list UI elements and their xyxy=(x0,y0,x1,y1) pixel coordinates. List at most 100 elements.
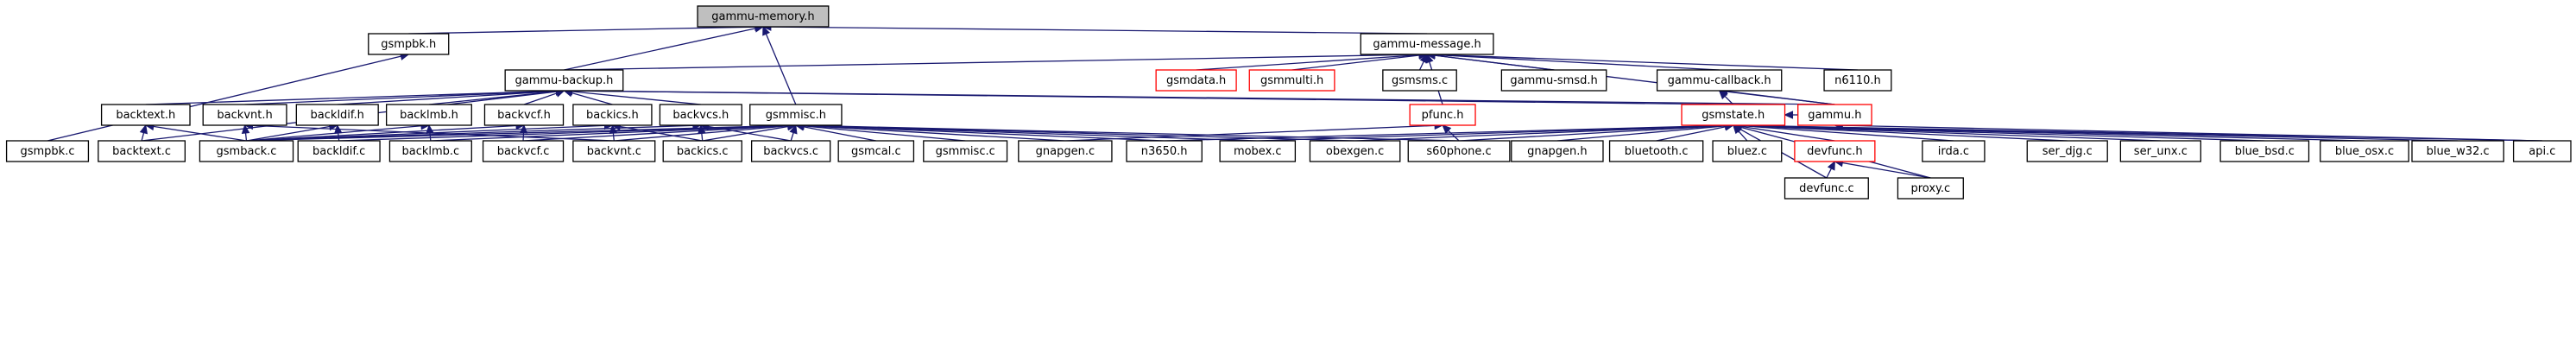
node-box xyxy=(1712,140,1783,162)
arrowhead xyxy=(241,124,250,134)
node-backvcf-h[interactable]: backvcf.h xyxy=(483,104,565,126)
node-label: obexgen.c xyxy=(1326,145,1384,158)
node-label: gammu-callback.h xyxy=(1668,74,1771,87)
node-box xyxy=(388,140,472,162)
node-devfunc-h[interactable]: devfunc.h xyxy=(1794,140,1876,162)
node-box xyxy=(5,140,90,162)
node-backvnt-h[interactable]: backvnt.h xyxy=(202,104,287,126)
node-backvnt-c[interactable]: backvnt.c xyxy=(572,140,656,162)
node-callback-h[interactable]: gammu-callback.h xyxy=(1656,69,1783,92)
node-blue-bsd-c[interactable]: blue_bsd.c xyxy=(2219,140,2310,162)
node-backldif-c[interactable]: backldif.c xyxy=(297,140,381,162)
edge-backics-c-to-backics-h xyxy=(611,122,703,142)
edge-gsmsms-c-to-message xyxy=(1418,53,1428,71)
node-box xyxy=(1608,140,1704,162)
node-ser-djg-c[interactable]: ser_djg.c xyxy=(2026,140,2108,162)
node-label: blue_osx.c xyxy=(2335,145,2394,158)
node-box xyxy=(98,140,186,162)
node-pfunc-h[interactable]: pfunc.h xyxy=(1409,104,1476,126)
node-box xyxy=(2026,140,2108,162)
edge-n3650-h-to-gsmmisc-h xyxy=(794,121,1165,142)
node-gsmpbk-h[interactable]: gsmpbk.h xyxy=(368,33,450,55)
edge-backtext-h-to-backup xyxy=(145,86,565,105)
node-backldif-h[interactable]: backldif.h xyxy=(295,104,379,126)
node-label: gsmmisc.c xyxy=(936,145,995,158)
node-devfunc-c[interactable]: devfunc.c xyxy=(1784,177,1869,200)
node-label: gammu-message.h xyxy=(1373,38,1481,51)
node-memory[interactable]: gammu-memory.h xyxy=(697,5,830,28)
node-backtext-c[interactable]: backtext.c xyxy=(98,140,186,162)
edge-gsmpbk-c-to-gsmpbk-h xyxy=(47,52,410,142)
node-gsmpbk-c[interactable]: gsmpbk.c xyxy=(5,140,90,162)
node-gsmcal-c[interactable]: gsmcal.c xyxy=(837,140,915,162)
node-message[interactable]: gammu-message.h xyxy=(1360,33,1494,55)
node-box xyxy=(1823,69,1892,92)
node-irda-c[interactable]: irda.c xyxy=(1922,140,1986,162)
node-s60phone-c[interactable]: s60phone.c xyxy=(1407,140,1511,162)
node-label: gsmdata.h xyxy=(1166,74,1226,87)
node-n3650-h[interactable]: n3650.h xyxy=(1126,140,1203,162)
arrowhead xyxy=(789,124,798,135)
node-label: gsmmulti.h xyxy=(1260,74,1323,87)
edge-backup-to-message xyxy=(564,50,1429,71)
node-gsmmisc-c[interactable]: gsmmisc.c xyxy=(923,140,1008,162)
node-backics-c[interactable]: backics.c xyxy=(662,140,742,162)
node-label: backvnt.h xyxy=(217,109,272,122)
arrowhead xyxy=(1425,53,1434,64)
node-mobex-c[interactable]: mobex.c xyxy=(1219,140,1297,162)
node-smsd-h[interactable]: gammu-smsd.h xyxy=(1500,69,1607,92)
node-blue-w32-c[interactable]: blue_w32.c xyxy=(2411,140,2504,162)
node-backvcs-c[interactable]: backvcs.c xyxy=(750,140,831,162)
node-box xyxy=(385,104,472,126)
node-label: devfunc.h xyxy=(1807,145,1863,158)
node-backvcs-h[interactable]: backvcs.h xyxy=(659,104,742,126)
node-blue-osx-c[interactable]: blue_osx.c xyxy=(2320,140,2409,162)
node-n6110-h[interactable]: n6110.h xyxy=(1823,69,1892,92)
node-ser-unx-c[interactable]: ser_unx.c xyxy=(2119,140,2201,162)
edge-mobex-c-to-gsmstate-h xyxy=(1257,121,1735,142)
node-box xyxy=(2119,140,2201,162)
arrowhead xyxy=(139,124,148,135)
node-box xyxy=(1511,140,1604,162)
edge-api-c-to-gammu-h xyxy=(1834,121,2542,142)
node-backup[interactable]: gammu-backup.h xyxy=(504,69,624,92)
node-backvcf-c[interactable]: backvcf.c xyxy=(482,140,565,162)
node-backlmb-c[interactable]: backlmb.c xyxy=(388,140,472,162)
node-gnapgen-c[interactable]: gnapgen.c xyxy=(1018,140,1113,162)
node-gsmstate-h[interactable]: gsmstate.h xyxy=(1681,104,1786,126)
node-box xyxy=(100,104,191,126)
node-box xyxy=(1784,177,1869,200)
node-box xyxy=(2411,140,2504,162)
node-box xyxy=(1126,140,1203,162)
node-gsmsms-c[interactable]: gsmsms.c xyxy=(1382,69,1457,92)
node-proxy-c[interactable]: proxy.c xyxy=(1897,177,1964,200)
node-box xyxy=(1360,33,1494,55)
node-label: backics.c xyxy=(677,145,729,158)
node-gnapgen-h[interactable]: gnapgen.h xyxy=(1511,140,1604,162)
node-backtext-h[interactable]: backtext.h xyxy=(100,104,191,126)
node-bluetooth-c[interactable]: bluetooth.c xyxy=(1608,140,1704,162)
node-bluez-c[interactable]: bluez.c xyxy=(1712,140,1783,162)
node-backics-h[interactable]: backics.h xyxy=(572,104,653,126)
node-box xyxy=(749,104,843,126)
node-label: gsmstate.h xyxy=(1702,109,1765,122)
node-obexgen-c[interactable]: obexgen.c xyxy=(1309,140,1401,162)
node-api-c[interactable]: api.c xyxy=(2512,140,2572,162)
edge-backvnt-c-to-backics-h xyxy=(609,124,618,142)
node-gsmdata-h[interactable]: gsmdata.h xyxy=(1155,69,1237,92)
node-box xyxy=(1500,69,1607,92)
arrowhead xyxy=(1732,124,1742,135)
node-box xyxy=(1656,69,1783,92)
edge-backup-to-memory xyxy=(564,24,765,71)
edge-backtext-c-to-backtext-h xyxy=(139,124,148,142)
node-label: gammu-smsd.h xyxy=(1510,74,1597,87)
node-gsmback-c[interactable]: gsmback.c xyxy=(199,140,294,162)
node-box xyxy=(1248,69,1335,92)
node-gsmmulti-h[interactable]: gsmmulti.h xyxy=(1248,69,1335,92)
node-box xyxy=(1922,140,1986,162)
arrowhead xyxy=(1732,124,1743,133)
node-gsmmisc-h[interactable]: gsmmisc.h xyxy=(749,104,843,126)
node-backlmb-h[interactable]: backlmb.h xyxy=(385,104,472,126)
node-gammu-h[interactable]: gammu.h xyxy=(1797,104,1872,126)
node-label: gammu-backup.h xyxy=(515,74,614,87)
